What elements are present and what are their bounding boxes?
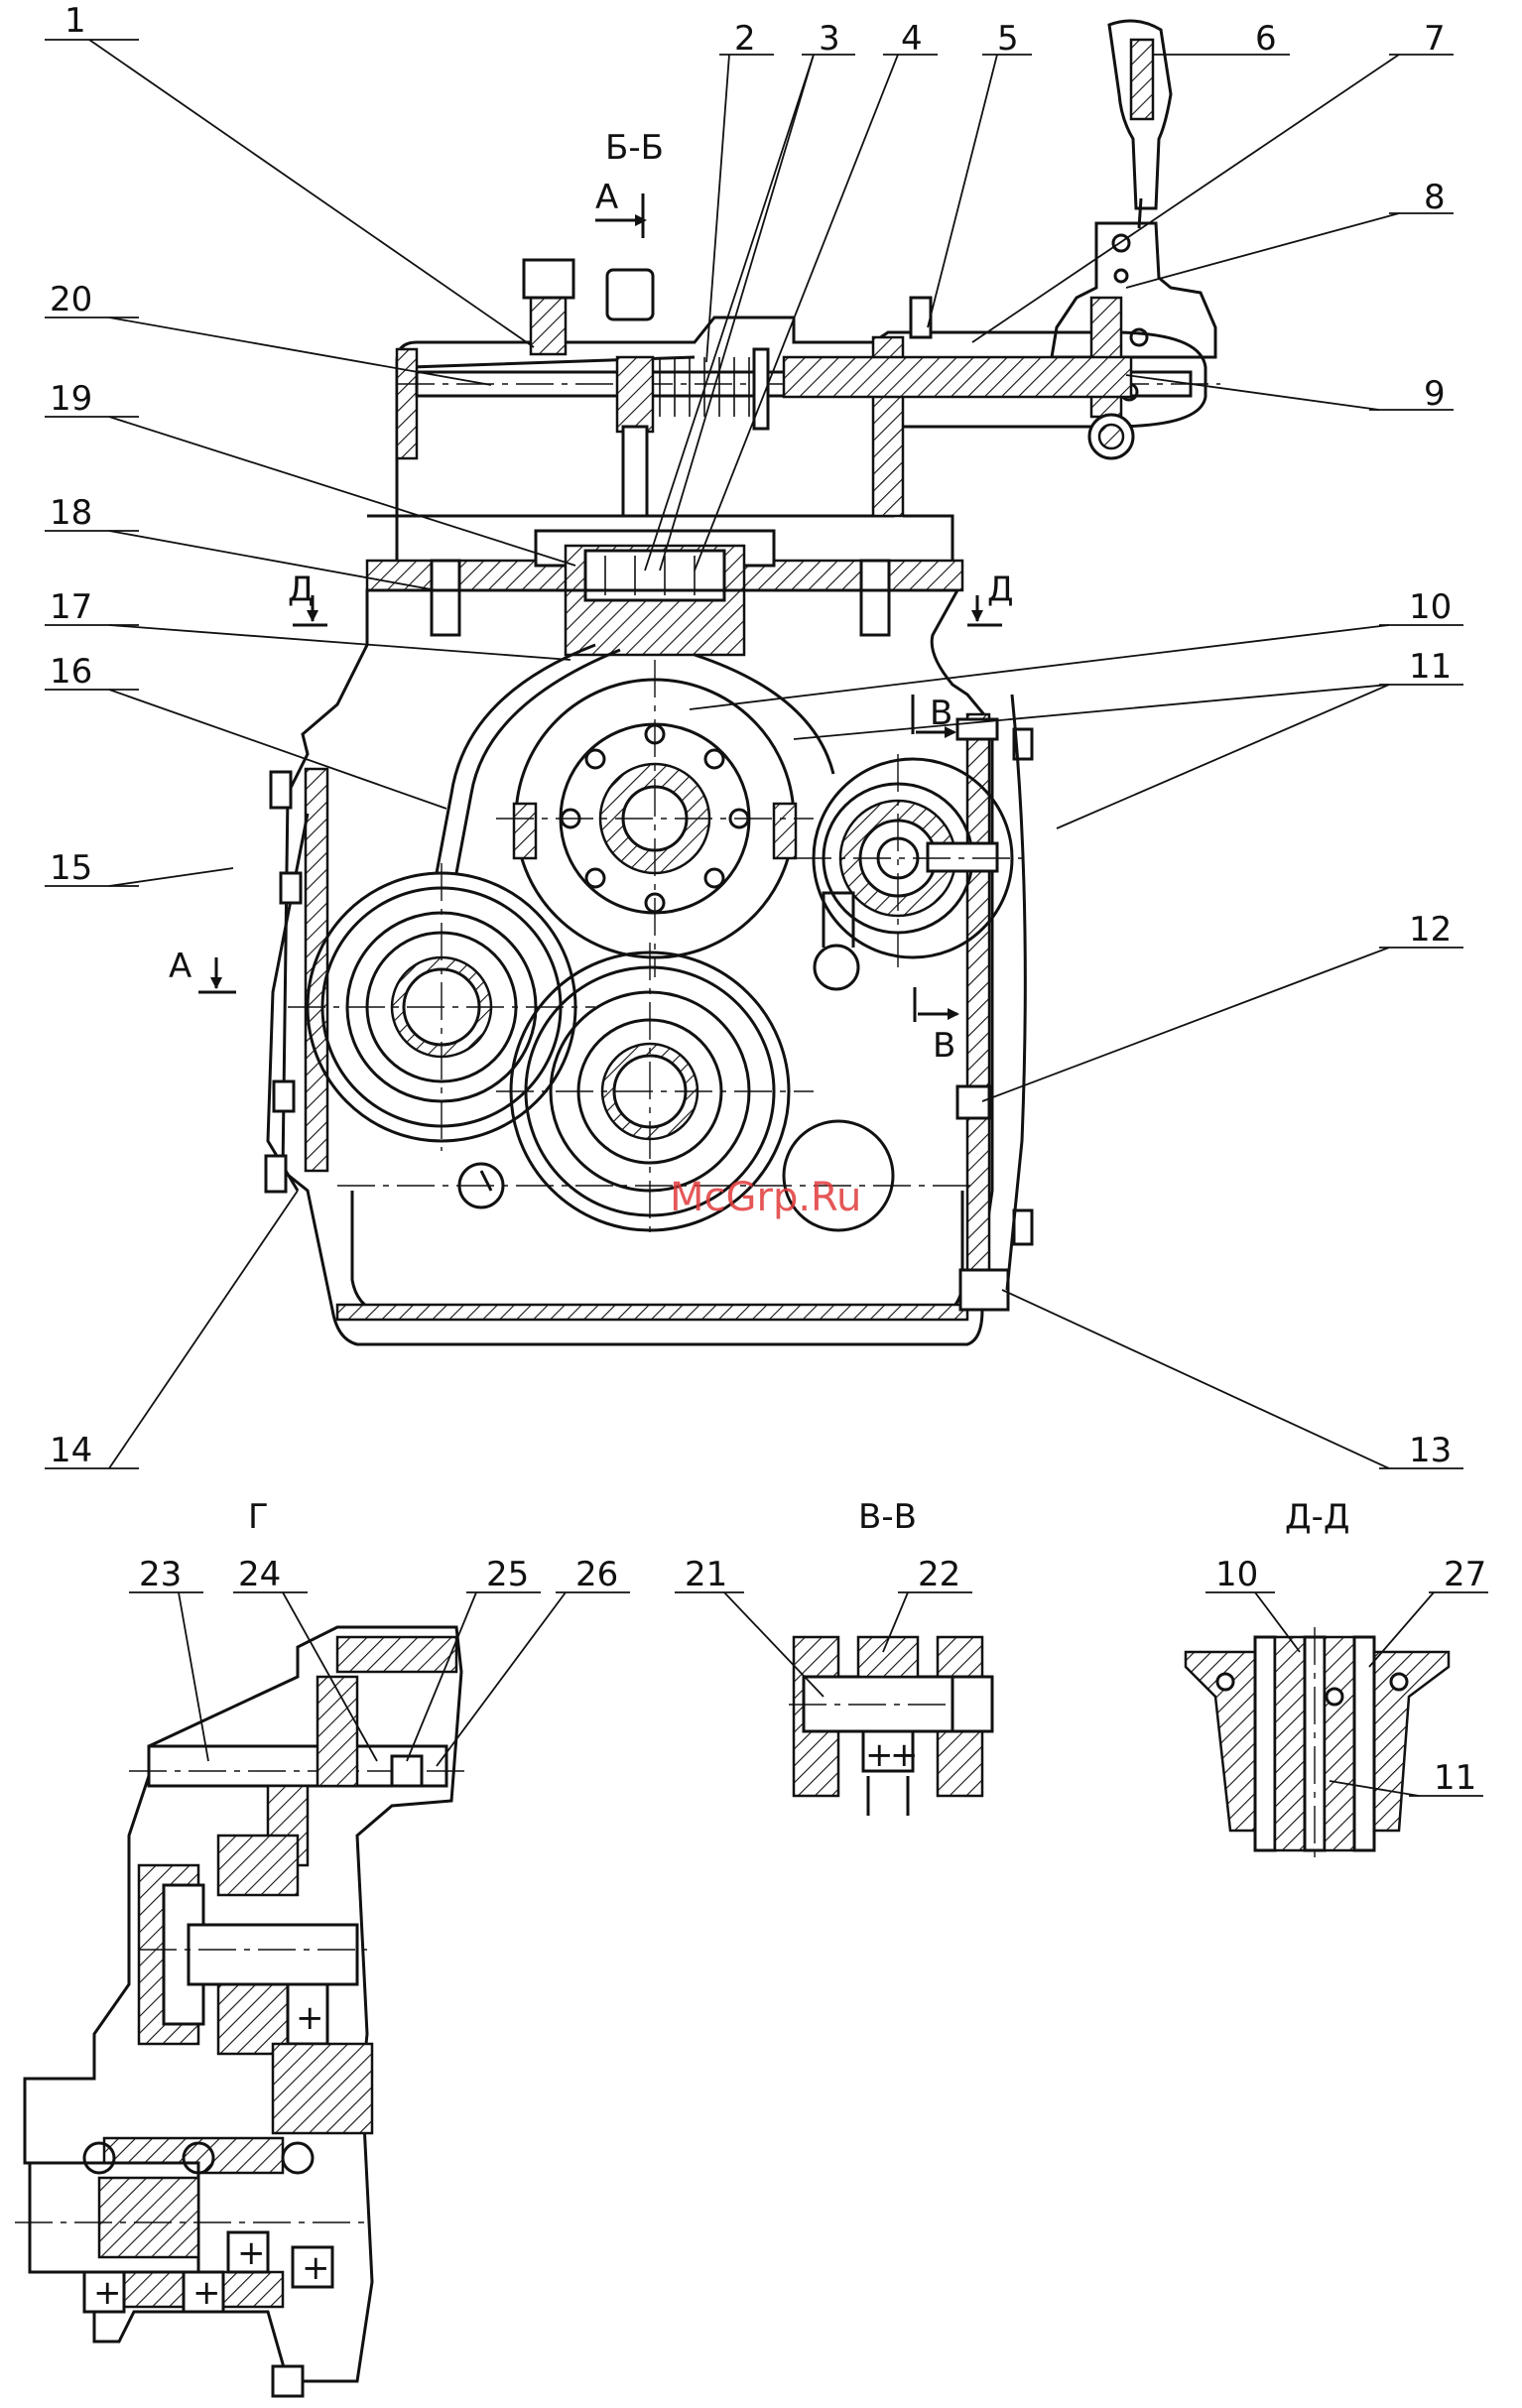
- callout-dd-10: 10: [1215, 1555, 1258, 1594]
- plug-12: [957, 1086, 989, 1118]
- callout-27: 27: [1444, 1555, 1486, 1594]
- callout-20: 20: [50, 280, 92, 319]
- callout-4: 4: [901, 19, 923, 59]
- watermark: McGrp.Ru: [670, 1175, 861, 1220]
- cover-left-wall: [397, 349, 417, 458]
- callout-18: 18: [50, 493, 92, 533]
- section-title-vv: В-В: [858, 1497, 917, 1537]
- svg-text:+: +: [192, 2273, 221, 2313]
- gear-upper-center: [496, 660, 814, 977]
- section-title-bb: Б-Б: [605, 128, 664, 168]
- callout-15: 15: [50, 848, 92, 888]
- cut-mark-v-top: В: [913, 694, 956, 738]
- callout-9: 9: [1424, 374, 1446, 414]
- callout-21: 21: [685, 1555, 727, 1594]
- callout-7: 7: [1424, 19, 1446, 59]
- gear-left-large: [288, 863, 595, 1151]
- callout-25: 25: [486, 1555, 529, 1594]
- section-vv-view: + +: [789, 1637, 992, 1816]
- cut-mark-a-left: А: [169, 947, 236, 992]
- callout-dd-11: 11: [1434, 1758, 1476, 1798]
- main-gearbox-view: [266, 21, 1220, 1344]
- svg-text:+: +: [93, 2273, 122, 2313]
- callout-2: 2: [734, 19, 756, 59]
- callout-14: 14: [50, 1431, 92, 1470]
- cut-mark-d-right: Д: [967, 570, 1014, 625]
- svg-text:А: А: [595, 178, 618, 217]
- callout-8: 8: [1424, 178, 1446, 217]
- svg-text:Д: Д: [987, 570, 1014, 609]
- detail-g-view: + + + + +: [15, 1627, 471, 2396]
- callout-11: 11: [1409, 647, 1452, 687]
- callout-12: 12: [1409, 910, 1452, 950]
- callout-17: 17: [50, 587, 92, 627]
- callout-16: 16: [50, 652, 92, 692]
- svg-text:А: А: [169, 947, 191, 986]
- svg-text:+: +: [237, 2233, 266, 2273]
- callout-19: 19: [50, 379, 92, 419]
- svg-text:+: +: [296, 1998, 324, 2038]
- callouts-main: 1 2 3 4 5 6 7 8 9 20 19 18 17: [45, 1, 1463, 1470]
- callout-23: 23: [139, 1555, 182, 1594]
- section-dd-view: [1186, 1627, 1449, 1865]
- svg-text:+: +: [302, 2248, 330, 2288]
- breather-cap: [607, 270, 653, 319]
- callout-3: 3: [819, 19, 840, 59]
- callout-26: 26: [575, 1555, 618, 1594]
- callout-10: 10: [1409, 587, 1452, 627]
- callout-5: 5: [997, 19, 1019, 59]
- svg-text:В: В: [933, 1026, 955, 1066]
- svg-text:+: +: [890, 1735, 919, 1775]
- cut-mark-a-top: А: [595, 178, 647, 238]
- svg-text:Д: Д: [288, 570, 315, 609]
- callout-13: 13: [1409, 1431, 1452, 1470]
- section-title-g: Г: [248, 1497, 269, 1537]
- callout-1: 1: [64, 1, 86, 41]
- callout-24: 24: [238, 1555, 281, 1594]
- callout-6: 6: [1255, 19, 1277, 59]
- callout-22: 22: [918, 1555, 960, 1594]
- section-title-dd: Д-Д: [1285, 1497, 1349, 1537]
- cut-mark-d-left: Д: [288, 570, 327, 625]
- cut-mark-v-bottom: В: [915, 987, 959, 1066]
